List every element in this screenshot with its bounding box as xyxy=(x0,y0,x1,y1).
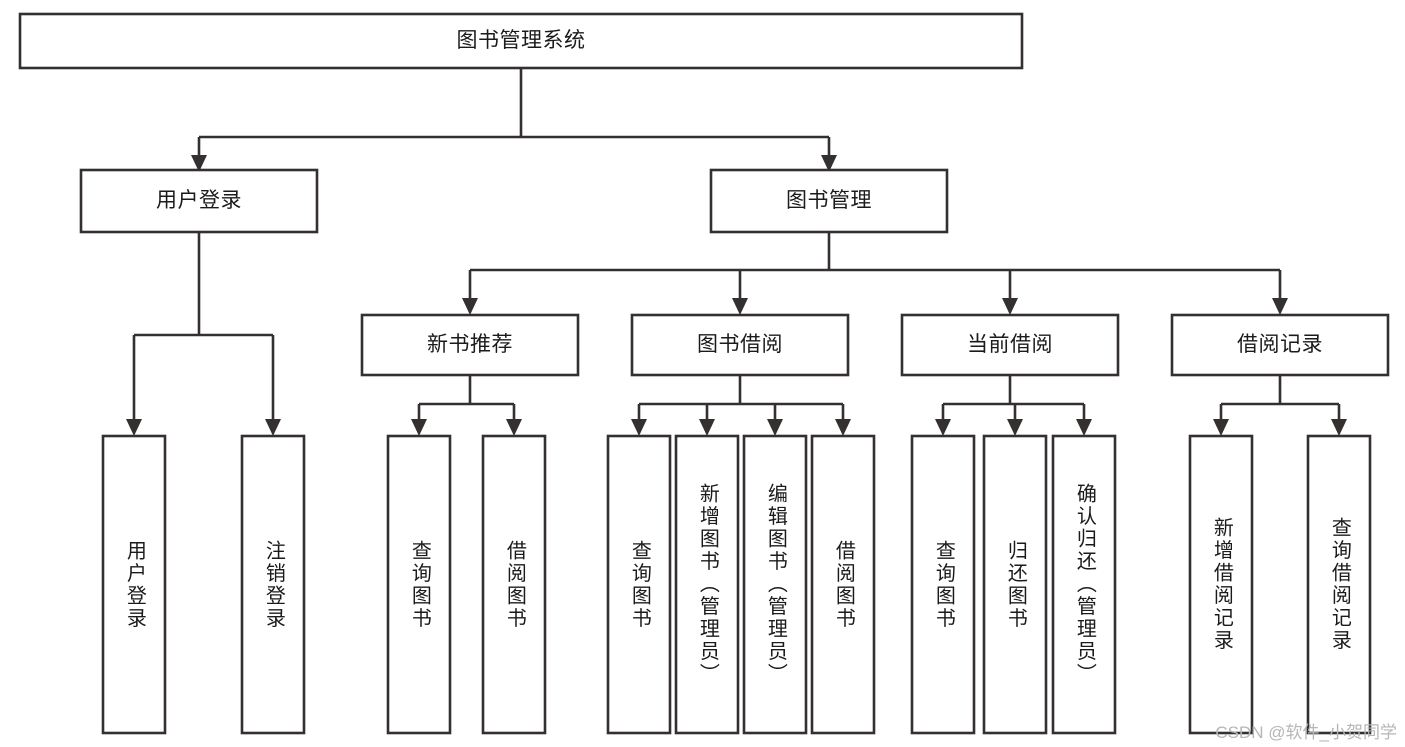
node-box-leaf-confirm-return[interactable] xyxy=(1051,434,1117,735)
node-box-leaf-borrow-book-1[interactable] xyxy=(481,434,547,735)
arrow-to-new-book-recommend xyxy=(462,298,478,315)
arrow-to-leaf-borrow-book-1 xyxy=(506,419,522,436)
arrow-to-leaf-query-book-3 xyxy=(935,419,951,436)
arrow-to-leaf-query-book-1 xyxy=(411,419,427,436)
node-box-leaf-user-login[interactable] xyxy=(101,434,167,735)
node-box-root[interactable] xyxy=(18,12,1024,70)
node-box-leaf-query-book-3[interactable] xyxy=(910,434,976,735)
arrowheads-user-login xyxy=(126,419,281,436)
arrow-to-current-borrow xyxy=(1002,298,1018,315)
node-box-leaf-query-record[interactable] xyxy=(1306,434,1372,735)
arrow-to-leaf-query-record xyxy=(1331,419,1347,436)
arrow-to-leaf-add-record xyxy=(1213,419,1229,436)
arrow-to-leaf-add-book xyxy=(699,419,715,436)
connector-group-current-borrow xyxy=(941,375,1086,424)
connector-group-root xyxy=(197,68,831,160)
arrow-root-to-user-login xyxy=(191,155,207,172)
node-box-layer xyxy=(18,12,1390,735)
connector-group-user-login xyxy=(132,232,275,424)
arrowheads-current-borrow xyxy=(935,419,1092,436)
node-box-leaf-query-book-1[interactable] xyxy=(386,434,452,735)
connector-group-book-borrow xyxy=(637,375,845,424)
arrowheads-new-book-recommend xyxy=(411,419,522,436)
node-box-leaf-edit-book[interactable] xyxy=(742,434,808,735)
node-box-new-book-recommend[interactable] xyxy=(360,313,580,377)
arrowheads-book-borrow xyxy=(631,419,851,436)
connector-group-new-book-recommend xyxy=(417,375,516,424)
node-box-leaf-return-book[interactable] xyxy=(982,434,1048,735)
arrow-to-leaf-user-login xyxy=(126,419,142,436)
node-box-leaf-add-record[interactable] xyxy=(1188,434,1254,735)
arrow-to-leaf-user-logout xyxy=(265,419,281,436)
node-box-leaf-add-book[interactable] xyxy=(674,434,740,735)
arrow-to-leaf-edit-book xyxy=(767,419,783,436)
arrow-to-leaf-borrow-book-2 xyxy=(835,419,851,436)
arrow-root-to-book-manage xyxy=(821,155,837,172)
watermark-credit: CSDN @软件_小贺同学 xyxy=(1215,723,1397,742)
arrow-to-leaf-query-book-2 xyxy=(631,419,647,436)
arrow-to-leaf-confirm-return xyxy=(1076,419,1092,436)
arrow-to-leaf-return-book xyxy=(1007,419,1023,436)
arrow-to-book-borrow xyxy=(732,298,748,315)
arrowheads-borrow-record xyxy=(1213,419,1347,436)
node-box-user-login[interactable] xyxy=(79,168,319,234)
connector-group-book-manage xyxy=(468,232,1282,303)
node-box-leaf-borrow-book-2[interactable] xyxy=(810,434,876,735)
arrowheads-book-manage xyxy=(462,298,1288,315)
arrow-to-borrow-record xyxy=(1272,298,1288,315)
node-box-leaf-user-logout[interactable] xyxy=(240,434,306,735)
arrowheads-root xyxy=(191,155,837,172)
node-box-borrow-record[interactable] xyxy=(1170,313,1390,377)
node-box-book-manage[interactable] xyxy=(709,168,949,234)
connector-group-borrow-record xyxy=(1219,375,1341,424)
node-box-leaf-query-book-2[interactable] xyxy=(606,434,672,735)
node-box-book-borrow[interactable] xyxy=(630,313,850,377)
node-box-current-borrow[interactable] xyxy=(900,313,1120,377)
